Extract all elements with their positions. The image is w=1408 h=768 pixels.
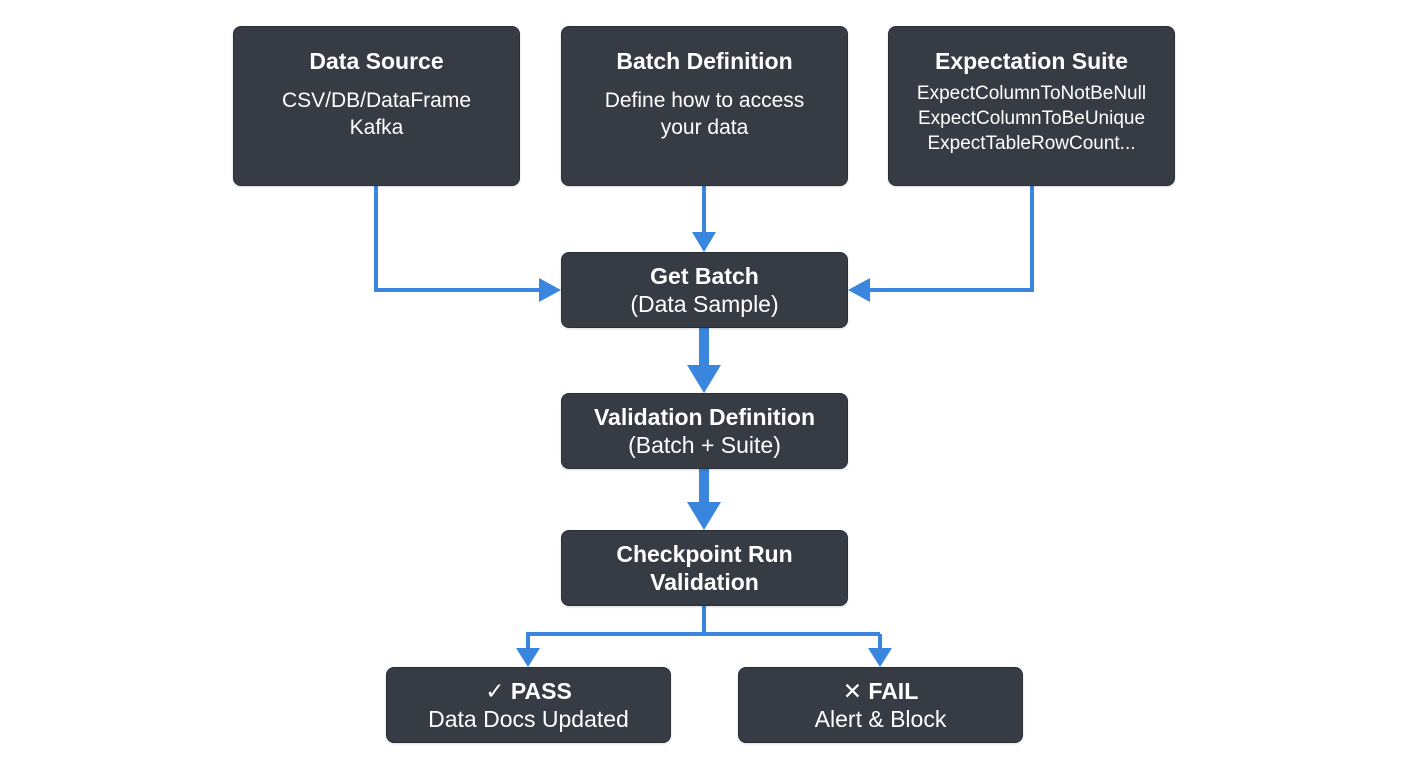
fail-subtitle: Alert & Block (814, 706, 947, 732)
batch-definition-line-1: Define how to access (604, 89, 805, 112)
checkpoint-run-title: Checkpoint Run (616, 541, 793, 567)
arrowhead-data-source (539, 278, 561, 302)
get-batch-node: Get Batch (Data Sample) (561, 252, 848, 328)
arrowhead-expectation-suite (848, 278, 870, 302)
arrowhead-batch-definition (692, 232, 716, 252)
get-batch-title: Get Batch (650, 263, 759, 289)
validation-definition-node: Validation Definition (Batch + Suite) (561, 393, 848, 469)
data-source-line-1: CSV/DB/DataFrame (281, 89, 472, 112)
batch-definition-line-2: your data (660, 116, 749, 139)
expectation-suite-line-2: ExpectColumnToBeUnique (917, 108, 1146, 129)
arrowhead-checkpoint (687, 502, 721, 530)
edge-expectation-suite-to-get-batch (868, 186, 1034, 292)
pass-node: ✓ PASS Data Docs Updated (386, 667, 671, 743)
expectation-suite-line-1: ExpectColumnToNotBeNull (916, 83, 1147, 104)
batch-definition-title: Batch Definition (616, 48, 793, 74)
batch-definition-node: Batch Definition Define how to access yo… (561, 26, 848, 186)
data-source-node: Data Source CSV/DB/DataFrame Kafka (233, 26, 520, 186)
checkpoint-run-title-line-2: Validation (650, 569, 759, 595)
get-batch-subtitle: (Data Sample) (630, 291, 779, 317)
data-source-title: Data Source (309, 48, 444, 74)
fail-title: ✕ FAIL (842, 678, 919, 704)
expectation-suite-line-3: ExpectTableRowCount... (927, 133, 1136, 154)
validation-definition-subtitle: (Batch + Suite) (628, 432, 781, 458)
arrowhead-fail (868, 648, 892, 667)
expectation-suite-title: Expectation Suite (935, 48, 1128, 74)
arrowhead-pass (516, 648, 540, 667)
checkpoint-run-node: Checkpoint Run Validation (561, 530, 848, 606)
expectation-suite-node: Expectation Suite ExpectColumnToNotBeNul… (888, 26, 1175, 186)
validation-definition-title: Validation Definition (593, 404, 816, 430)
fail-node: ✕ FAIL Alert & Block (738, 667, 1023, 743)
pass-title: ✓ PASS (485, 678, 572, 704)
edge-group (374, 186, 1034, 667)
data-source-line-2: Kafka (349, 116, 404, 139)
arrowhead-validation (687, 365, 721, 393)
edge-checkpoint-to-pass (526, 632, 880, 648)
edge-data-source-to-get-batch (374, 186, 540, 292)
pass-subtitle: Data Docs Updated (428, 706, 629, 732)
